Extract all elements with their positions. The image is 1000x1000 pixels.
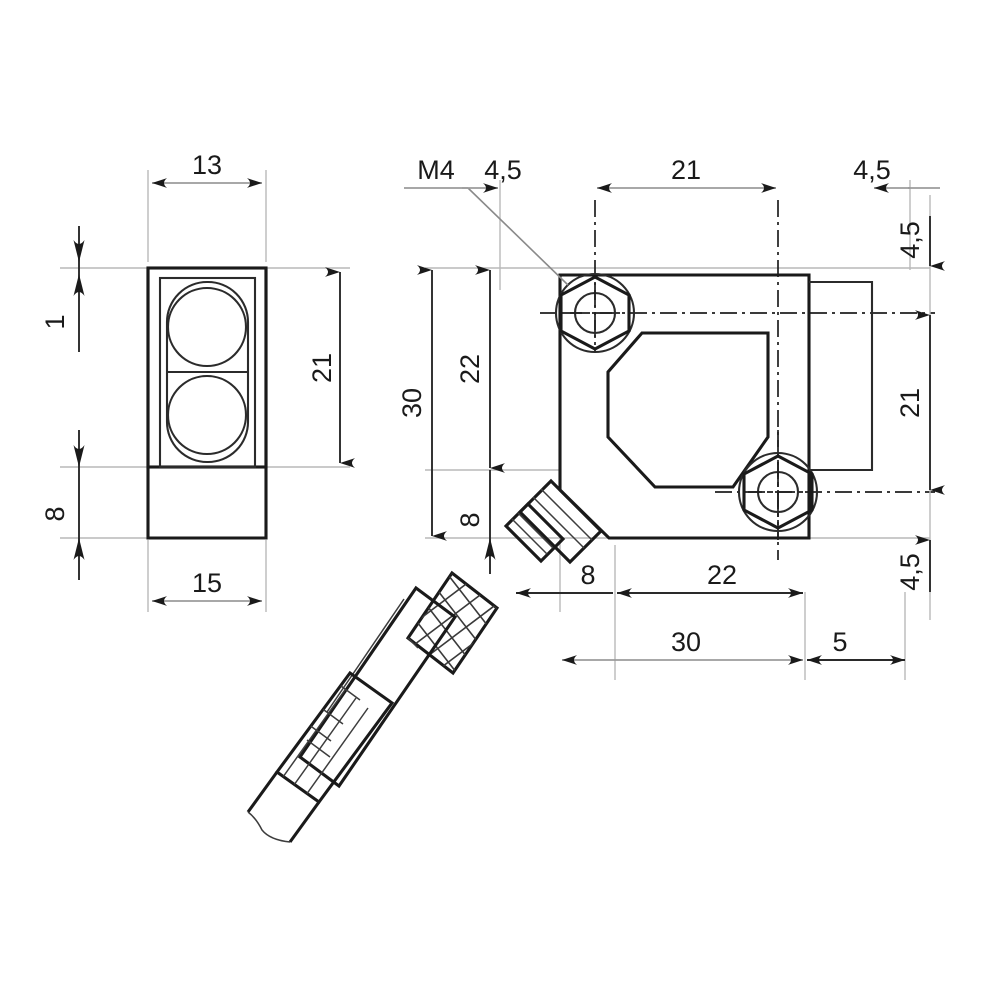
upper-boss-hexagon [559, 275, 631, 351]
knurled-cap-edge-tick [407, 637, 419, 649]
dimension-side-total-30: 30 [397, 265, 447, 541]
dimension-label-m4: M4 [417, 155, 455, 185]
lower-boss-outer-circle [737, 451, 819, 533]
front-view-group: 13 15 21 1 8 [40, 150, 355, 612]
dimension-label-front-21: 21 [307, 353, 337, 383]
dimension-label-bottom-22: 22 [707, 560, 737, 590]
dimension-label-13: 13 [192, 150, 222, 180]
front-lower-lens-circle [166, 374, 248, 456]
dimension-front-offset-1: 1 [40, 226, 85, 352]
arrow-up-offset-1 [73, 240, 85, 262]
dimension-top-chain: 4,5 21 4,5 [462, 155, 940, 193]
lower-boss-hexagon [742, 454, 814, 530]
dimension-label-front-8: 8 [40, 506, 70, 521]
cable-edge-right [288, 801, 321, 843]
connector-stub-ridge-3 [517, 512, 554, 549]
dimension-front-height-21: 21 [307, 267, 355, 468]
arrow-up-offset-8 [73, 445, 85, 467]
dimension-label-1: 1 [40, 314, 70, 329]
dimension-label-22: 22 [455, 354, 485, 384]
dimension-label-bottom-8: 8 [580, 560, 595, 590]
dimension-label-30: 30 [397, 388, 427, 418]
dimension-front-offset-8: 8 [40, 430, 85, 580]
front-lens-inner-frame [158, 276, 257, 469]
dimension-bottom-chain-30-5: 30 5 [562, 627, 905, 665]
side-upper-hex-boss [554, 272, 636, 354]
ribbed-body-outline [297, 585, 458, 789]
ribbed-body-axis-line [326, 598, 405, 713]
dimension-label-top-left-45: 4,5 [484, 155, 522, 185]
dimension-label-right-21: 21 [895, 388, 925, 418]
dimension-side-lower-8: 8 [455, 470, 496, 574]
dimension-front-width-top: 13 [152, 150, 262, 188]
front-upper-lens-circle [166, 286, 248, 368]
dimension-label-15: 15 [192, 568, 222, 598]
cable-break-end [247, 811, 291, 843]
upper-boss-outer-circle [554, 272, 636, 354]
connector-stub-shank [517, 478, 604, 565]
connector-cable [246, 771, 321, 843]
dimension-right-chain: 4,5 21 4,5 [895, 195, 945, 620]
side-chamfered-pocket [606, 331, 770, 489]
dimension-label-top-21: 21 [671, 155, 701, 185]
arrow-down-side-8 [484, 538, 496, 560]
dimension-label-right-bottom-45: 4,5 [895, 553, 925, 591]
callout-m4: M4 [404, 155, 569, 286]
connector-stub-ridge-1 [540, 488, 593, 541]
cable-edge-left [246, 771, 279, 813]
dimension-side-upper-22: 22 [455, 265, 505, 473]
dimension-label-bottom-5: 5 [832, 627, 847, 657]
connector-stub-collar [503, 501, 566, 564]
dimension-front-width-bottom: 15 [152, 568, 262, 606]
connector-stub-ridge-2 [532, 496, 585, 549]
m4-leader-line [467, 187, 569, 286]
dimension-label-side-8: 8 [455, 512, 485, 527]
dimension-label-right-top-45: 4,5 [895, 221, 925, 259]
dimension-label-bottom-30: 30 [671, 627, 701, 657]
dimension-label-top-right-45: 4,5 [853, 155, 891, 185]
side-connector-stub [503, 478, 604, 565]
arrow-down-offset-1 [73, 274, 85, 296]
side-view-group: M4 4,5 21 4,5 30 22 8 [397, 155, 945, 680]
connector-stub-ridge-4 [511, 518, 548, 555]
dimension-bottom-chain-8-22: 8 22 [516, 560, 803, 598]
side-rear-block [809, 280, 874, 472]
arrow-down-offset-8 [73, 538, 85, 560]
side-lower-hex-boss [737, 451, 819, 533]
